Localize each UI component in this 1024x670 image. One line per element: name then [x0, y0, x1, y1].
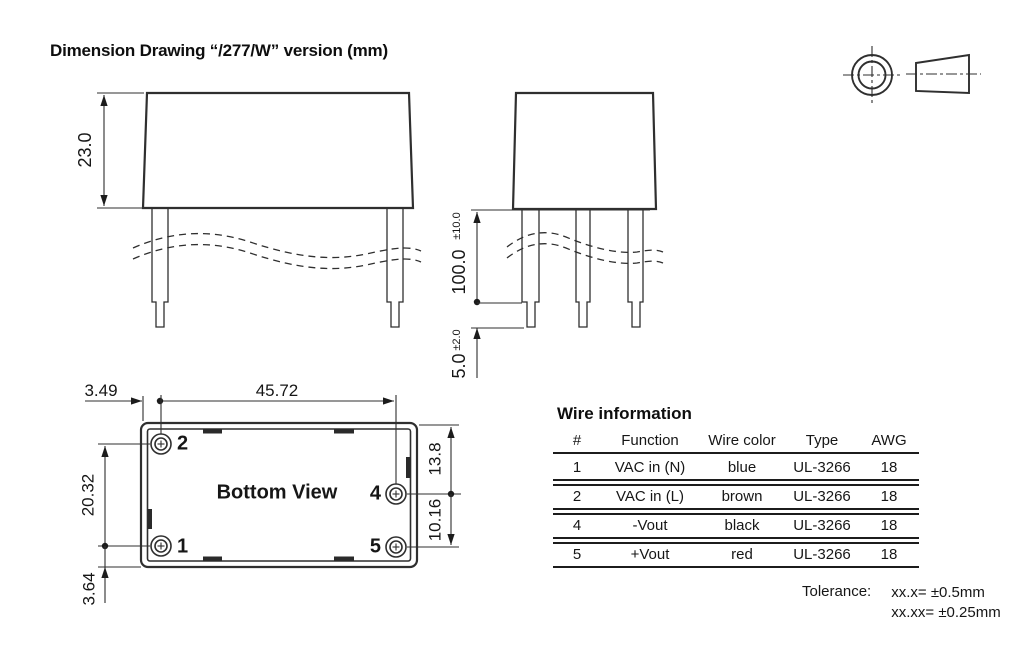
dim-label-offset-y-bottom: 3.64 — [79, 572, 98, 605]
front-view: 23.0 — [75, 91, 422, 328]
cell-function: VAC in (N) — [601, 457, 699, 481]
tolerance-note: Tolerance: xx.x= ±0.5mm xx.xx= ±0.25mm — [802, 583, 1001, 623]
dim-label-pitch-y-right: 10.16 — [425, 499, 444, 542]
pin-2-label: 2 — [177, 432, 188, 454]
table-row: 5 +Vout red UL-3266 18 — [553, 542, 919, 568]
cell-color: red — [699, 542, 785, 568]
col-header-type: Type — [785, 430, 859, 454]
tolerance-values: xx.x= ±0.5mm xx.xx= ±0.25mm — [891, 583, 1001, 623]
front-wire-right — [386, 208, 404, 328]
table-header-row: # Function Wire color Type AWG — [553, 430, 919, 454]
bottom-dims-right — [407, 424, 461, 548]
pin-5-marker — [385, 536, 407, 558]
case-notches — [147, 429, 411, 561]
projection-cone-icon — [906, 53, 981, 94]
tolerance-rule: xx.xx= ±0.25mm — [891, 604, 1001, 621]
cell-pin: 5 — [553, 542, 601, 568]
col-header-awg: AWG — [859, 430, 919, 454]
side-break-line-2 — [506, 243, 664, 265]
dim-label-strip-length: 5.0 — [449, 353, 469, 378]
tolerance-label: Tolerance: — [802, 583, 872, 600]
front-dim-height — [97, 92, 144, 209]
cell-type: UL-3266 — [785, 513, 859, 539]
wire-information-table: # Function Wire color Type AWG 1 VAC in … — [553, 427, 919, 571]
bottom-body-outer — [139, 421, 419, 569]
front-wire-left — [151, 208, 169, 328]
bottom-dims-left — [98, 443, 150, 603]
dim-label-lead-length: 100.0 — [449, 249, 469, 294]
cell-pin: 4 — [553, 513, 601, 539]
cell-awg: 18 — [859, 542, 919, 568]
cell-pin: 2 — [553, 484, 601, 510]
tolerance-rule: xx.x= ±0.5mm — [891, 584, 985, 601]
pin-1-label: 1 — [177, 535, 188, 557]
table-row: 2 VAC in (L) brown UL-3266 18 — [553, 484, 919, 510]
col-header-wire-color: Wire color — [699, 430, 785, 454]
side-body — [511, 91, 658, 211]
pin-4-marker — [385, 483, 407, 505]
cell-type: UL-3266 — [785, 542, 859, 568]
side-wire-2 — [575, 209, 591, 328]
dim-label-offset-y-top-right: 13.8 — [425, 442, 444, 475]
dim-label-pitch-x: 45.72 — [256, 381, 299, 400]
cell-type: UL-3266 — [785, 484, 859, 510]
cell-pin: 1 — [553, 457, 601, 481]
dim-label-offset-x: 3.49 — [84, 381, 117, 400]
bottom-view-caption: Bottom View — [217, 481, 338, 503]
projection-circle-icon — [843, 46, 901, 104]
cell-color: brown — [699, 484, 785, 510]
cell-function: VAC in (L) — [601, 484, 699, 510]
cell-awg: 18 — [859, 484, 919, 510]
pin-5-label: 5 — [370, 535, 381, 557]
pin-1-marker — [150, 535, 172, 557]
dim-label-lead-length-tol: ±10.0 — [451, 212, 463, 239]
bottom-view: 2 1 4 5 Bottom View 3.49 45.72 — [78, 381, 461, 606]
side-dims — [471, 209, 650, 378]
front-break-line — [132, 232, 422, 259]
cell-function: +Vout — [601, 542, 699, 568]
dim-label-pitch-y-left: 20.32 — [78, 474, 97, 517]
side-wire-3 — [627, 209, 644, 328]
page-title: Dimension Drawing “/277/W” version (mm) — [50, 41, 388, 60]
first-angle-projection-icon — [843, 46, 981, 104]
pin-4-label: 4 — [370, 482, 382, 504]
cell-color: blue — [699, 457, 785, 481]
cell-awg: 18 — [859, 513, 919, 539]
wire-information-heading: Wire information — [557, 404, 692, 423]
cell-type: UL-3266 — [785, 457, 859, 481]
bottom-dims-top — [85, 395, 397, 484]
bottom-body-inner — [146, 428, 412, 562]
table-row: 1 VAC in (N) blue UL-3266 18 — [553, 457, 919, 481]
front-break-line-2 — [132, 243, 422, 270]
table-row: 4 -Vout black UL-3266 18 — [553, 513, 919, 539]
dim-label-strip-length-tol: ±2.0 — [451, 329, 463, 350]
col-header-number: # — [553, 430, 601, 454]
cell-color: black — [699, 513, 785, 539]
front-body — [141, 91, 415, 210]
cell-function: -Vout — [601, 513, 699, 539]
side-wire-1 — [521, 209, 540, 328]
side-break-line — [506, 232, 664, 254]
col-header-function: Function — [601, 430, 699, 454]
cell-awg: 18 — [859, 457, 919, 481]
side-view: 100.0 ±10.0 5.0 ±2.0 — [449, 91, 664, 379]
dim-label-height: 23.0 — [75, 132, 95, 167]
